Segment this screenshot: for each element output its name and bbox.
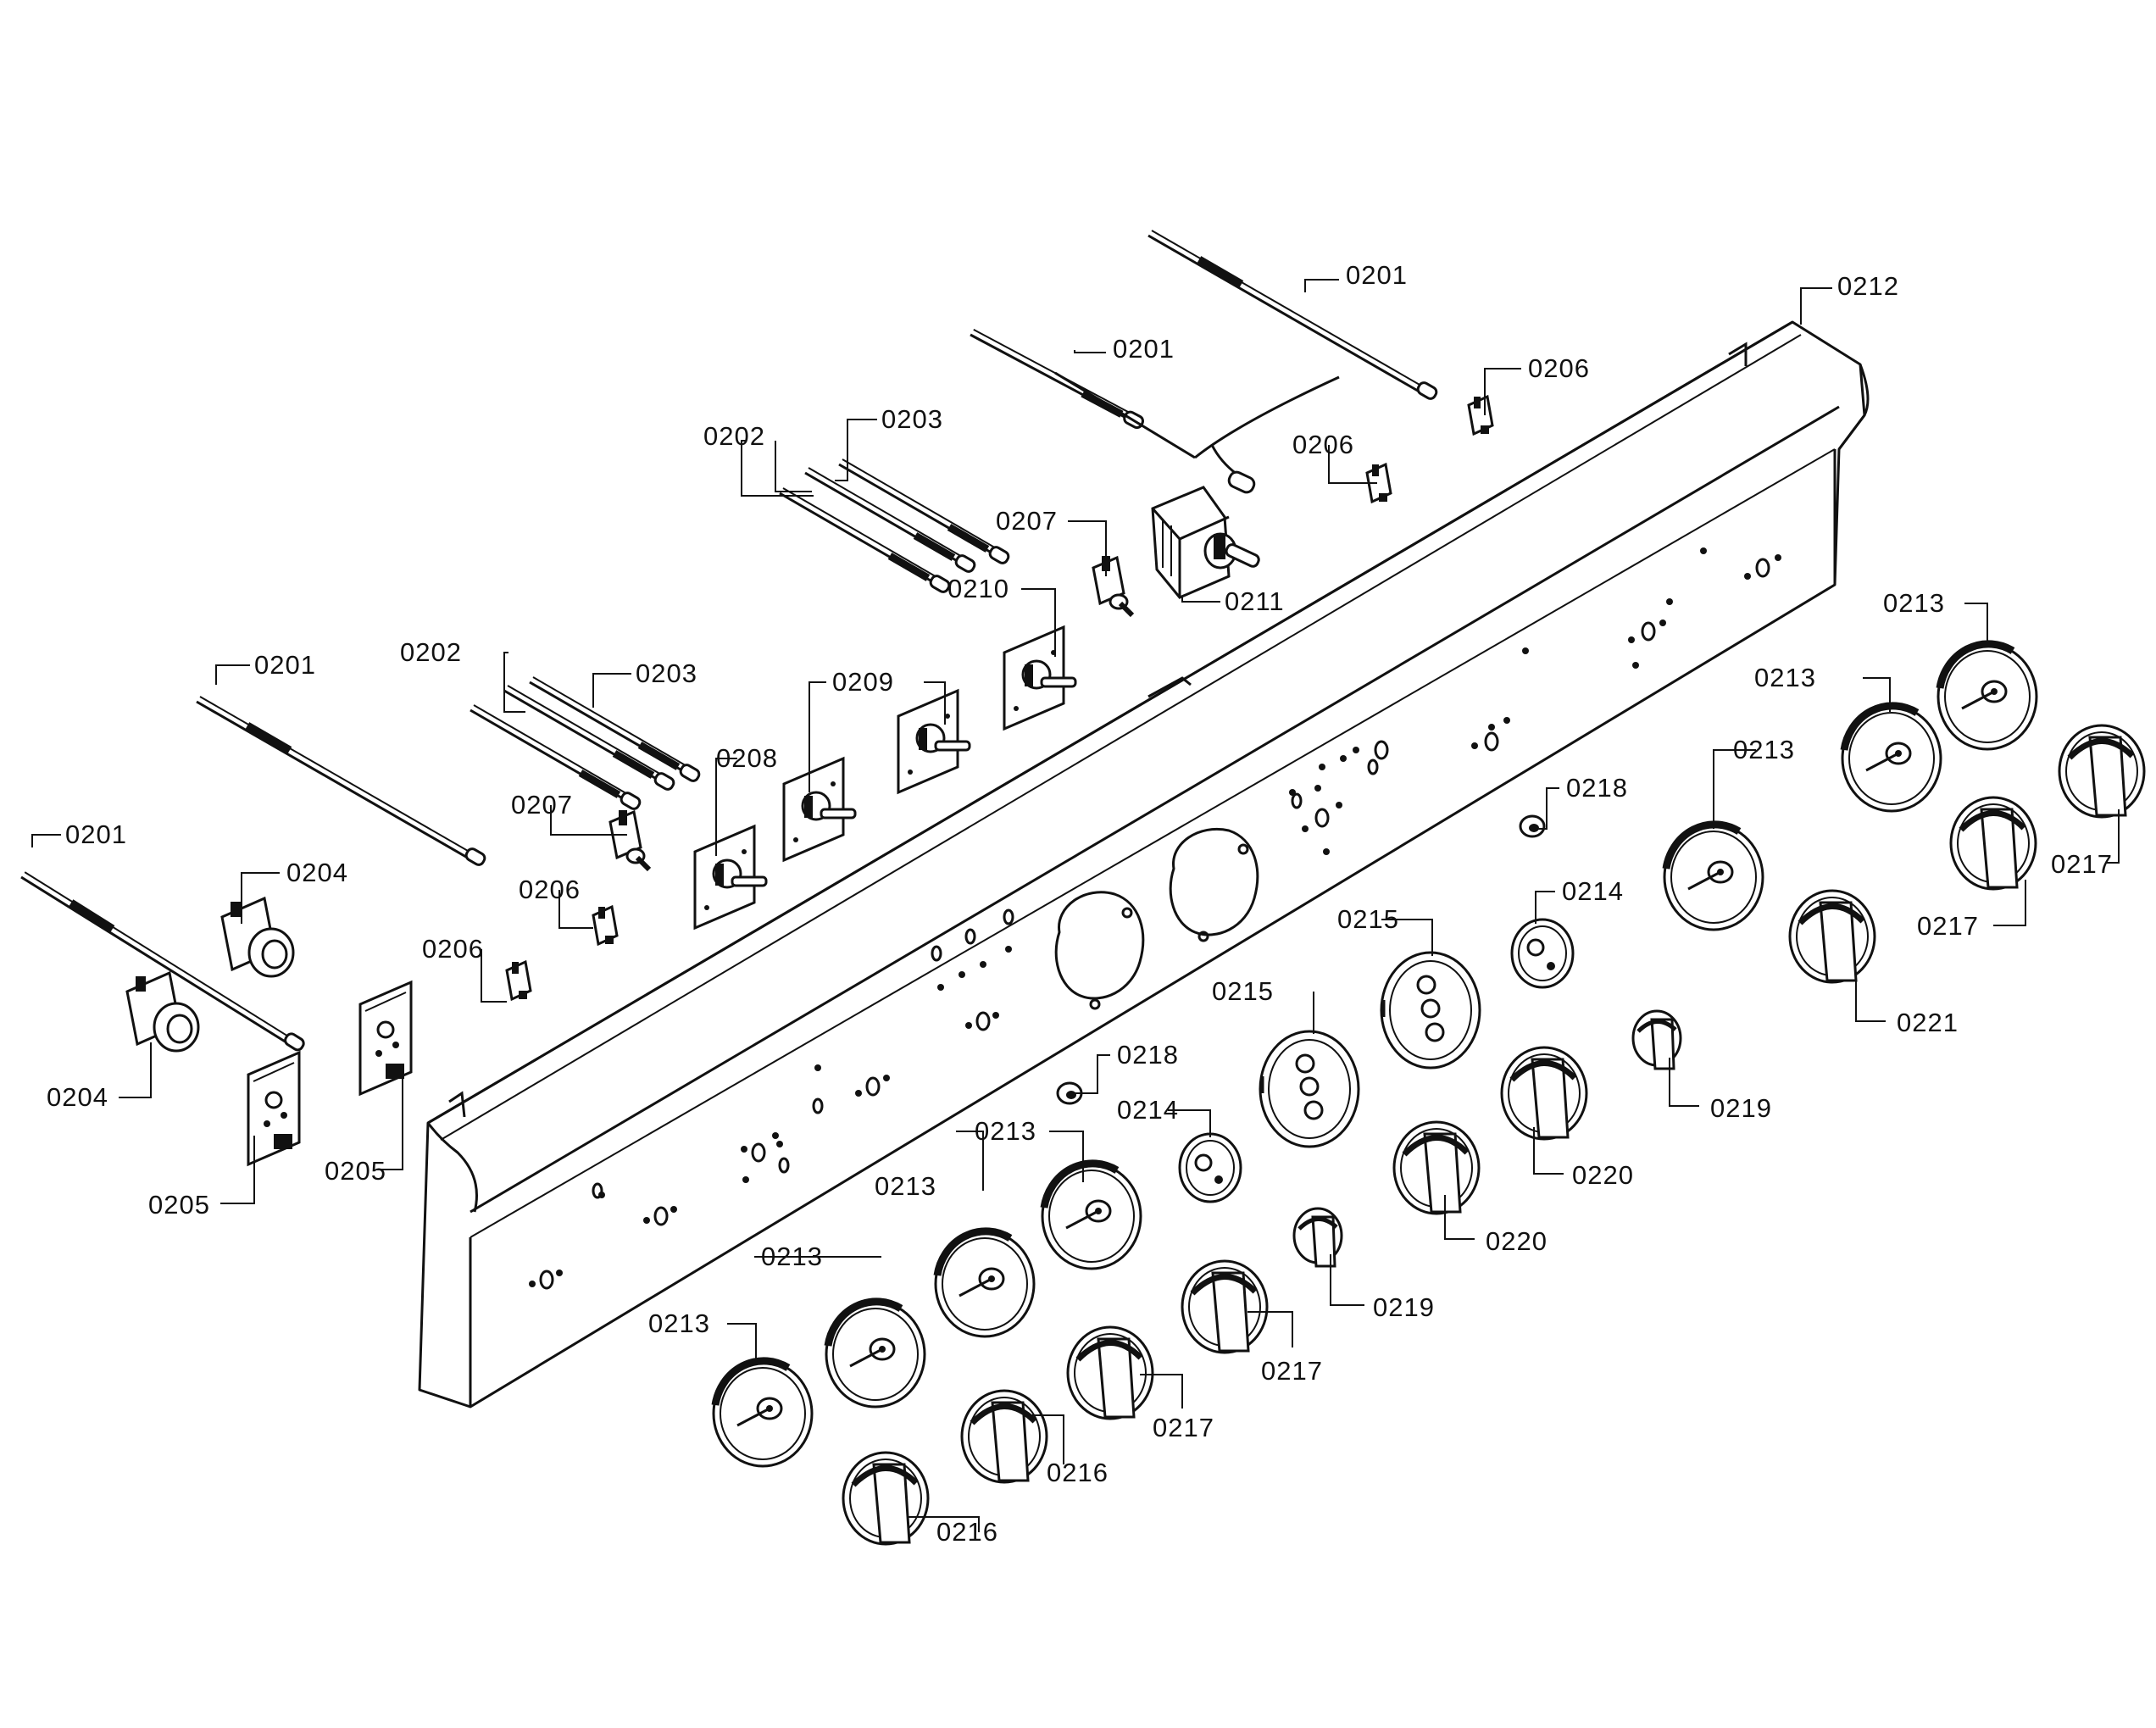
label-0206-c: 0206 (519, 875, 581, 904)
thermostat-0211 (1151, 486, 1260, 599)
bezel-0213-7 (1938, 644, 2037, 749)
rod-0203-lower (530, 677, 701, 783)
label-0201-mid: 0201 (254, 650, 316, 680)
label-0219-right: 0219 (1710, 1093, 1772, 1123)
label-0201-top: 0201 (1346, 260, 1408, 290)
knob-0220-right (1502, 1047, 1586, 1139)
label-0204-upper: 0204 (286, 858, 348, 887)
capillary-rod-0201-top (1148, 231, 1438, 401)
capillary-rod-0201-upper (970, 324, 1340, 494)
label-0213-b: 0213 (875, 1171, 936, 1201)
knob-0219-right (1633, 1011, 1681, 1069)
bezel-0215-right (1380, 951, 1481, 1070)
label-0210: 0210 (947, 574, 1009, 603)
label-0214-right: 0214 (1562, 876, 1624, 906)
label-0221: 0221 (1897, 1008, 1959, 1037)
knob-0217-3 (1951, 797, 2036, 889)
bezel-0213-6 (1842, 706, 1941, 811)
label-0217-3: 0217 (1917, 911, 1979, 941)
label-0206-a: 0206 (1528, 353, 1590, 383)
label-0215-right: 0215 (1337, 904, 1399, 934)
valve-0204-lower (125, 971, 200, 1053)
knob-0217-1 (1068, 1327, 1153, 1419)
label-0206-d: 0206 (422, 934, 484, 964)
label-0219-left: 0219 (1373, 1292, 1435, 1322)
label-0208: 0208 (716, 743, 778, 773)
board-0205-left (247, 1051, 301, 1166)
valve-0204-upper (220, 897, 295, 978)
toggle-switch-0207-lower (610, 810, 649, 870)
knob-0216-upper (962, 1391, 1047, 1482)
label-0217-1: 0217 (1153, 1413, 1214, 1442)
label-0213-a: 0213 (975, 1116, 1036, 1146)
label-0212: 0212 (1837, 271, 1899, 301)
label-0205-right: 0205 (325, 1156, 386, 1186)
leader-lines (31, 279, 2120, 1532)
label-0216-upper: 0216 (1047, 1458, 1109, 1487)
micro-switch-0206-d (505, 960, 532, 1001)
bezel-0213-3 (936, 1231, 1034, 1336)
label-0214-left: 0214 (1117, 1095, 1179, 1125)
micro-switch-0206-a (1467, 395, 1494, 436)
label-0202-upper: 0202 (703, 421, 765, 451)
micro-switch-0206-c (592, 905, 619, 946)
label-0209: 0209 (832, 667, 894, 697)
rod-0203-upper (839, 459, 1010, 565)
knob-0217-4 (2059, 725, 2144, 817)
knob-0220-left (1394, 1122, 1479, 1214)
knob-0216-lower (843, 1453, 928, 1544)
grommet-0218-right (1519, 814, 1546, 838)
label-0218-left: 0218 (1117, 1040, 1179, 1070)
label-0216-lower: 0216 (936, 1517, 998, 1547)
bezel-0213-5 (1664, 825, 1763, 930)
switch-0210 (1003, 625, 1077, 731)
label-0213-f: 0213 (1754, 663, 1816, 692)
knob-0217-2 (1182, 1261, 1267, 1353)
label-0207-upper: 0207 (996, 506, 1058, 536)
label-0217-4: 0217 (2051, 849, 2113, 879)
label-0215-left: 0215 (1212, 976, 1274, 1006)
part-labels: 0201 0201 0212 0206 0206 0202 0203 0207 … (47, 260, 2113, 1547)
label-0211: 0211 (1225, 586, 1285, 616)
label-0213-g: 0213 (1883, 588, 1945, 618)
switch-0208 (693, 825, 768, 930)
label-0201-upper: 0201 (1113, 334, 1175, 364)
label-0203-upper: 0203 (881, 404, 943, 434)
switch-0209-a (782, 757, 857, 862)
label-0213-d: 0213 (648, 1309, 710, 1338)
label-0217-2: 0217 (1261, 1356, 1323, 1386)
label-0206-b: 0206 (1292, 430, 1354, 459)
control-panel-0212 (418, 320, 1870, 1409)
label-0205-left: 0205 (148, 1190, 210, 1220)
label-0218-right: 0218 (1566, 773, 1628, 803)
switch-0209-b (897, 689, 971, 794)
label-0213-e: 0213 (1733, 735, 1795, 764)
label-0204-lower: 0204 (47, 1082, 108, 1112)
label-0220-left: 0220 (1486, 1226, 1548, 1256)
knob-0219-left (1294, 1208, 1342, 1266)
bezel-0213-4 (1042, 1164, 1141, 1269)
label-0220-right: 0220 (1572, 1160, 1634, 1190)
bezel-0214-left (1178, 1132, 1242, 1203)
bezel-0213-2 (826, 1302, 925, 1407)
bezel-0215-left (1259, 1030, 1360, 1148)
toggle-switch-0207-upper (1093, 556, 1132, 615)
label-0202-lower: 0202 (400, 637, 462, 667)
label-0201-left: 0201 (65, 820, 127, 849)
label-0203-lower: 0203 (636, 658, 697, 688)
label-0207-lower: 0207 (511, 790, 573, 820)
label-0213-c: 0213 (761, 1242, 823, 1271)
bezel-0213-1 (714, 1361, 812, 1466)
knob-0221 (1790, 891, 1875, 982)
capillary-rod-0201-mid (197, 697, 486, 867)
bezel-0214-right (1510, 918, 1575, 989)
